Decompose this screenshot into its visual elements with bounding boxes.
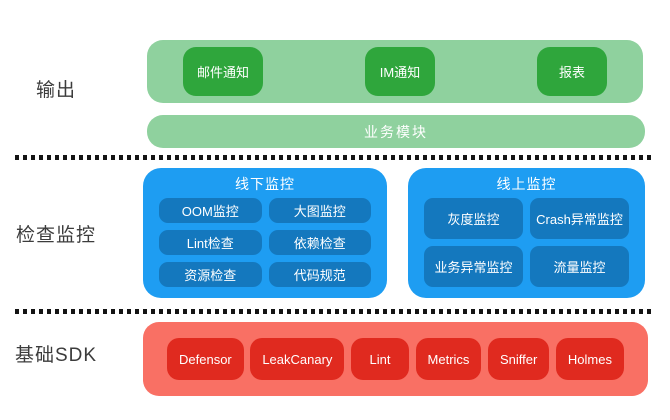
section-label-monitoring: 检查监控 bbox=[15, 225, 96, 246]
node-crash-monitor: Crash异常监控 bbox=[530, 198, 629, 239]
node-im-notification: IM通知 bbox=[365, 47, 435, 96]
section-label-sdk: 基础SDK bbox=[14, 345, 98, 366]
node-gray-monitor: 灰度监控 bbox=[424, 198, 523, 239]
base-sdk-group: Defensor LeakCanary Lint Metrics Sniffer… bbox=[143, 322, 648, 396]
node-resource-check: 资源检查 bbox=[159, 262, 262, 287]
node-defensor: Defensor bbox=[167, 338, 244, 380]
node-traffic-monitor: 流量监控 bbox=[530, 246, 629, 287]
node-report: 报表 bbox=[536, 47, 607, 96]
offline-monitoring-title: 线下监控 bbox=[235, 175, 295, 192]
offline-monitoring-grid: OOM监控 大图监控 Lint检查 依赖检查 资源检查 代码规范 bbox=[143, 196, 387, 298]
online-monitoring-group: 线上监控 灰度监控 Crash异常监控 业务异常监控 流量监控 bbox=[408, 168, 645, 298]
node-sniffer: Sniffer bbox=[488, 338, 550, 380]
node-holmes: Holmes bbox=[555, 338, 624, 380]
node-lint: Lint bbox=[350, 338, 409, 380]
node-oom-monitor: OOM监控 bbox=[159, 198, 262, 223]
section-label-output: 输出 bbox=[35, 80, 76, 101]
divider-output-monitoring bbox=[15, 155, 655, 160]
node-bigimage-monitor: 大图监控 bbox=[268, 198, 371, 223]
node-code-standard: 代码规范 bbox=[268, 262, 371, 287]
node-lint-check: Lint检查 bbox=[159, 230, 262, 255]
online-monitoring-title: 线上监控 bbox=[496, 175, 557, 192]
online-monitoring-grid: 灰度监控 Crash异常监控 业务异常监控 流量监控 bbox=[408, 196, 645, 298]
divider-monitoring-sdk bbox=[15, 309, 655, 314]
node-business-module: 业务模块 bbox=[147, 115, 645, 148]
node-leakcanary: LeakCanary bbox=[250, 338, 345, 380]
node-email-notification: 邮件通知 bbox=[183, 47, 264, 96]
node-dependency-check: 依赖检查 bbox=[268, 230, 371, 255]
offline-monitoring-group: 线下监控 OOM监控 大图监控 Lint检查 依赖检查 资源检查 代码规范 bbox=[143, 168, 387, 298]
node-metrics: Metrics bbox=[415, 338, 482, 380]
output-group: 邮件通知 IM通知 报表 bbox=[147, 40, 643, 103]
node-business-exception-monitor: 业务异常监控 bbox=[424, 246, 523, 287]
